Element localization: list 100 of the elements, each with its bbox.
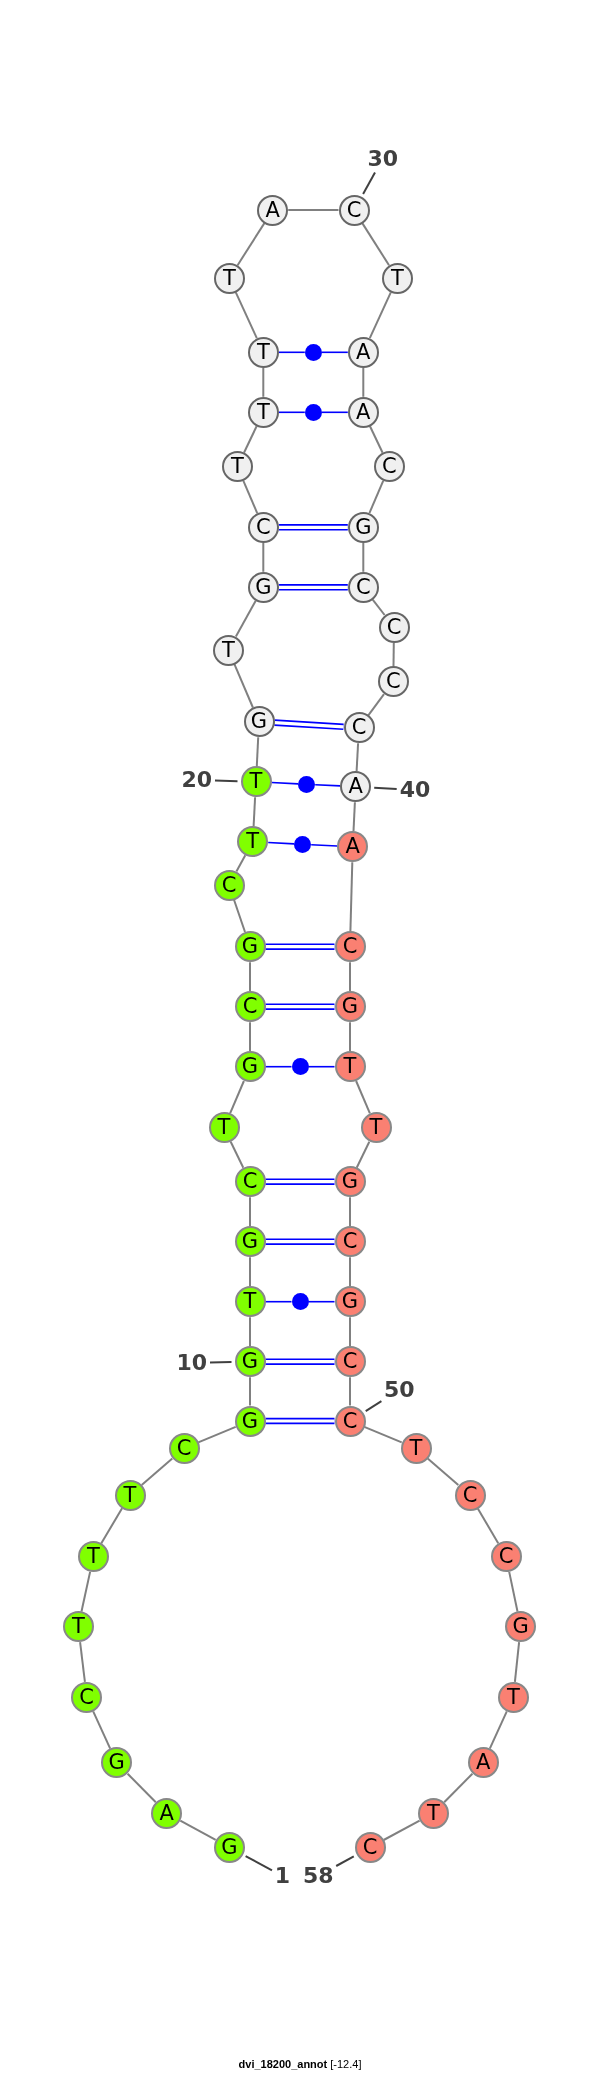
nucleotide-circle: C: [234, 991, 266, 1023]
base-pair-line: [267, 841, 295, 845]
base-pair-line: [270, 781, 299, 785]
double-pair-line: [278, 524, 348, 531]
nucleotide-circle: C: [373, 451, 405, 483]
nucleotide-circle: C: [334, 931, 366, 963]
backbone-line: [249, 1021, 251, 1053]
backbone-line: [252, 796, 257, 828]
nucleotide-circle: G: [234, 1405, 266, 1437]
base-pair-line: [264, 1300, 293, 1303]
leader-line: [209, 1361, 233, 1364]
double-pair-line: [274, 719, 344, 731]
nucleotide-circle: T: [77, 1541, 109, 1573]
nucleotide-circle: A: [337, 831, 369, 863]
diagram-caption: dvi_18200_annot [-12.4]: [237, 2058, 363, 2070]
nucleotide-circle: T: [221, 451, 253, 483]
nucleotide-circle: T: [62, 1611, 94, 1643]
nucleotide-circle: A: [257, 194, 289, 226]
nucleotide-circle: T: [400, 1432, 432, 1464]
base-pair-dot: [304, 403, 322, 421]
backbone-line: [235, 854, 247, 873]
leader-line: [373, 786, 398, 790]
nucleotide-circle: G: [234, 931, 266, 963]
nucleotide-circle: T: [234, 1286, 266, 1318]
leader-line: [362, 171, 376, 195]
base-pair-dot: [291, 1058, 309, 1076]
backbone-line: [179, 1819, 217, 1841]
backbone-line: [92, 1710, 112, 1750]
backbone-line: [262, 366, 265, 398]
position-number: 10: [176, 1352, 207, 1374]
double-pair-line: [265, 1358, 335, 1365]
backbone-line: [349, 1196, 351, 1228]
nucleotide-circle: A: [467, 1747, 499, 1779]
base-pair-line: [314, 783, 341, 787]
backbone-line: [367, 693, 385, 717]
nucleotide-circle: C: [168, 1432, 200, 1464]
nucleotide-circle: C: [213, 869, 245, 901]
nucleotide-circle: C: [334, 1346, 366, 1378]
nucleotide-circle: C: [378, 611, 410, 643]
backbone-line: [197, 1425, 237, 1444]
backbone-line: [249, 1316, 251, 1348]
nucleotide-circle: C: [377, 666, 409, 698]
position-number: 58: [303, 1865, 334, 1887]
backbone-line: [349, 861, 354, 933]
base-pair-line: [264, 1065, 293, 1068]
nucleotide-circle: G: [247, 571, 279, 603]
nucleotide-circle: G: [243, 706, 275, 738]
base-pair-dot: [291, 1293, 309, 1311]
double-pair-line: [278, 584, 348, 591]
backbone-line: [349, 1021, 351, 1053]
backbone-line: [100, 1507, 124, 1545]
base-pair-line: [310, 843, 338, 847]
nucleotide-circle: A: [347, 396, 379, 428]
nucleotide-circle: T: [208, 1112, 240, 1144]
backbone-line: [249, 1376, 251, 1407]
backbone-line: [349, 961, 351, 993]
backbone-line: [476, 1507, 500, 1545]
nucleotide-circle: C: [234, 1166, 266, 1198]
backbone-line: [355, 742, 360, 773]
nucleotide-circle: T: [247, 336, 279, 368]
base-pair-dot: [304, 343, 322, 361]
position-number: 40: [399, 779, 431, 801]
base-pair-line: [321, 351, 349, 354]
nucleotide-circle: A: [347, 336, 379, 368]
backbone-line: [355, 1080, 371, 1115]
backbone-line: [126, 1772, 157, 1804]
backbone-line: [234, 291, 258, 340]
backbone-line: [287, 209, 340, 211]
backbone-line: [349, 1316, 351, 1348]
backbone-line: [361, 222, 390, 267]
base-pair-line: [307, 1300, 336, 1303]
backbone-line: [508, 1570, 519, 1613]
nucleotide-circle: T: [334, 1051, 366, 1083]
nucleotide-circle: C: [347, 571, 379, 603]
backbone-line: [355, 1140, 371, 1169]
double-pair-line: [265, 1003, 335, 1010]
backbone-line: [229, 1140, 245, 1169]
nucleotide-circle: G: [234, 1346, 266, 1378]
backbone-line: [229, 1080, 245, 1115]
nucleotide-circle: T: [213, 262, 245, 294]
position-number: 20: [181, 769, 212, 791]
nucleotide-circle: A: [151, 1797, 183, 1829]
backbone-line: [349, 1376, 351, 1407]
nucleotide-circle: G: [505, 1611, 537, 1643]
backbone-line: [362, 366, 365, 398]
backbone-line: [369, 425, 384, 454]
backbone-line: [233, 663, 254, 709]
backbone-line: [368, 479, 385, 515]
nucleotide-circle: C: [71, 1681, 103, 1713]
nucleotide-circle: G: [101, 1747, 133, 1779]
backbone-line: [80, 1570, 92, 1613]
backbone-line: [233, 898, 246, 933]
nucleotide-circle: G: [334, 1166, 366, 1198]
nucleotide-circle: C: [334, 1405, 366, 1437]
backbone-line: [243, 425, 258, 454]
backbone-line: [392, 641, 395, 668]
backbone-line: [382, 1819, 421, 1841]
double-pair-line: [265, 1238, 335, 1245]
nucleotide-circle: T: [247, 396, 279, 428]
backbone-line: [242, 479, 259, 515]
